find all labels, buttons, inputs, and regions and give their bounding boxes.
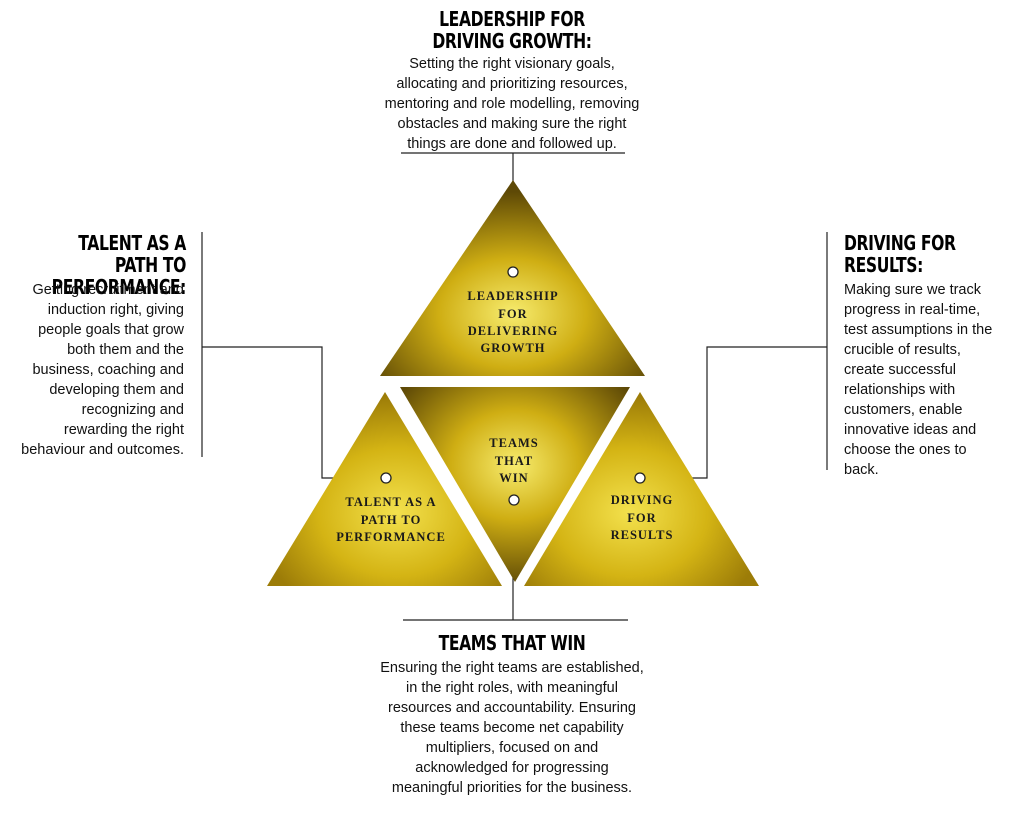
triangle-left-label-3: PERFORMANCE bbox=[336, 530, 446, 544]
right-description-line: test assumptions in the bbox=[844, 322, 993, 338]
bottom-description-line: these teams become net capability bbox=[400, 720, 624, 736]
triangle-right-label-3: RESULTS bbox=[611, 528, 674, 542]
left-description-line: people goals that grow bbox=[38, 322, 184, 338]
top-description-line: allocating and prioritizing resources, bbox=[396, 76, 628, 92]
left-heading-line-1: TALENT AS A PATH TO bbox=[78, 231, 186, 277]
top-description-line: things are done and followed up. bbox=[407, 136, 617, 152]
left-description-line: rewarding the right bbox=[63, 422, 184, 438]
bottom-description-line: meaningful priorities for the business. bbox=[391, 780, 633, 796]
top-description: Setting the right visionary goals, alloc… bbox=[352, 54, 672, 154]
right-description-line: choose the ones to bbox=[844, 442, 967, 458]
node-center bbox=[508, 494, 520, 506]
bottom-description-line: acknowledged for progressing bbox=[415, 760, 609, 776]
bottom-description-line: in the right roles, with meaningful bbox=[406, 680, 618, 696]
triangle-left-label-1: TALENT AS A bbox=[345, 495, 436, 509]
triangle-top bbox=[380, 180, 645, 376]
top-description-line: obstacles and making sure the right bbox=[397, 116, 627, 132]
right-description-line: innovative ideas and bbox=[844, 422, 977, 438]
triangle-right bbox=[524, 392, 759, 586]
left-description-line: induction right, giving bbox=[47, 302, 184, 318]
left-description-line: behaviour and outcomes. bbox=[21, 442, 184, 458]
left-description: Getting recruitment and induction right,… bbox=[0, 280, 184, 460]
left-description-line: both them and the bbox=[67, 342, 184, 358]
top-description-line: mentoring and role modelling, removing bbox=[384, 96, 640, 112]
right-description: Making sure we track progress in real-ti… bbox=[844, 280, 1020, 480]
triangle-center-label-3: WIN bbox=[499, 471, 528, 485]
bottom-description-line: Ensuring the right teams are established… bbox=[380, 660, 644, 676]
left-description-line: recognizing and bbox=[81, 402, 184, 418]
top-heading: LEADERSHIP FOR DRIVING GROWTH: bbox=[418, 8, 605, 52]
left-description-line: Getting recruitment and bbox=[32, 282, 184, 298]
left-description-line: developing them and bbox=[49, 382, 184, 398]
right-description-line: customers, enable bbox=[844, 402, 963, 418]
left-description-line: business, coaching and bbox=[32, 362, 184, 378]
right-heading-line-2: RESULTS: bbox=[844, 253, 923, 277]
node-top bbox=[507, 266, 519, 278]
triangle-center-label-2: THAT bbox=[495, 454, 534, 468]
right-description-line: relationships with bbox=[844, 382, 956, 398]
triangle-center bbox=[400, 387, 630, 582]
left-heading: TALENT AS A PATH TO PERFORMANCE: bbox=[41, 231, 187, 299]
triangle-right-label-2: FOR bbox=[627, 511, 656, 525]
left-heading-line-2: PERFORMANCE: bbox=[51, 275, 187, 299]
triangle-top-label-2: FOR bbox=[498, 307, 527, 321]
triangle-top-label-3: DELIVERING bbox=[468, 324, 559, 338]
triangle-top-label-4: GROWTH bbox=[480, 341, 545, 355]
right-description-line: back. bbox=[844, 462, 879, 478]
top-heading-line-1: LEADERSHIP FOR bbox=[439, 7, 585, 31]
triangle-left bbox=[267, 392, 502, 586]
node-right bbox=[634, 472, 646, 484]
top-description-line: Setting the right visionary goals, bbox=[409, 56, 615, 72]
right-description-line: Making sure we track bbox=[844, 282, 981, 298]
right-description-line: create successful bbox=[844, 362, 957, 378]
triangle-top-label-1: LEADERSHIP bbox=[467, 289, 558, 303]
bottom-heading: TEAMS THAT WIN bbox=[438, 631, 586, 655]
right-heading-line-1: DRIVING FOR bbox=[844, 231, 956, 255]
triangle-center-label-1: TEAMS bbox=[489, 436, 538, 450]
bottom-description-line: resources and accountability. Ensuring bbox=[388, 700, 636, 716]
right-heading: DRIVING FOR RESULTS: bbox=[844, 232, 977, 276]
top-heading-line-2: DRIVING GROWTH: bbox=[432, 29, 592, 53]
bottom-description: Ensuring the right teams are established… bbox=[342, 658, 682, 798]
bottom-description-line: multipliers, focused on and bbox=[425, 740, 599, 756]
right-description-line: progress in real-time, bbox=[844, 302, 981, 318]
right-description-line: crucible of results, bbox=[844, 342, 961, 358]
triangle-left-label-2: PATH TO bbox=[361, 513, 422, 527]
triangle-right-label-1: DRIVING bbox=[611, 493, 674, 507]
node-left bbox=[380, 472, 392, 484]
